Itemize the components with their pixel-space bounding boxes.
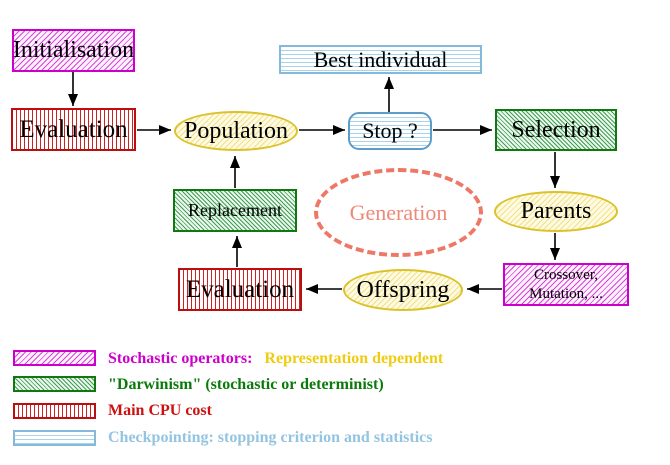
legend-label-stochastic-operators: Stochastic operators: Representation depe…: [108, 350, 443, 368]
node-generation: Generation: [314, 168, 483, 257]
node-generation-label: Generation: [349, 199, 448, 225]
node-parents-label: Parents: [520, 198, 592, 224]
node-best-individual-label: Best individual: [313, 46, 448, 72]
node-evaluation-bottom-label: Evaluation: [185, 275, 295, 303]
crossover-line2: Mutation, ...: [529, 285, 603, 302]
node-selection-label: Selection: [511, 116, 601, 143]
crossover-line1: Crossover,: [534, 266, 598, 283]
node-parents: Parents: [494, 191, 618, 232]
legend-label-cpu-cost: Main CPU cost: [108, 402, 212, 419]
node-population: Population: [174, 111, 298, 151]
node-offspring-label: Offspring: [356, 276, 450, 303]
legend-label-stochastic: Stochastic operators:: [108, 350, 253, 367]
node-best-individual: Best individual: [279, 45, 482, 74]
node-initialisation: Initialisation: [12, 29, 135, 72]
node-stop: Stop ?: [348, 112, 432, 150]
node-evaluation-bottom: Evaluation: [178, 268, 302, 311]
node-replacement: Replacement: [173, 189, 297, 232]
node-stop-label: Stop ?: [362, 118, 418, 143]
node-initialisation-label: Initialisation: [12, 37, 135, 63]
legend-swatch-stochastic-operators: [13, 350, 96, 366]
legend-label-representation: Representation dependent: [264, 350, 444, 367]
legend-swatch-cpu-cost: [13, 403, 96, 419]
legend-label-darwinism: "Darwinism" (stochastic or determinist): [108, 376, 384, 393]
node-crossover-mutation-label: Crossover, Mutation, ...: [529, 266, 603, 304]
node-selection: Selection: [495, 109, 617, 151]
legend-label-checkpointing: Checkpointing: stopping criterion and st…: [108, 429, 433, 446]
node-crossover-mutation: Crossover, Mutation, ...: [503, 263, 629, 306]
legend-swatch-darwinism: [13, 376, 96, 392]
node-evaluation-top-label: Evaluation: [19, 115, 128, 143]
legend-swatch-checkpointing: [13, 430, 96, 446]
node-replacement-label: Replacement: [188, 200, 282, 220]
node-offspring: Offspring: [343, 269, 463, 311]
node-evaluation-top: Evaluation: [11, 108, 136, 151]
node-population-label: Population: [183, 117, 288, 144]
